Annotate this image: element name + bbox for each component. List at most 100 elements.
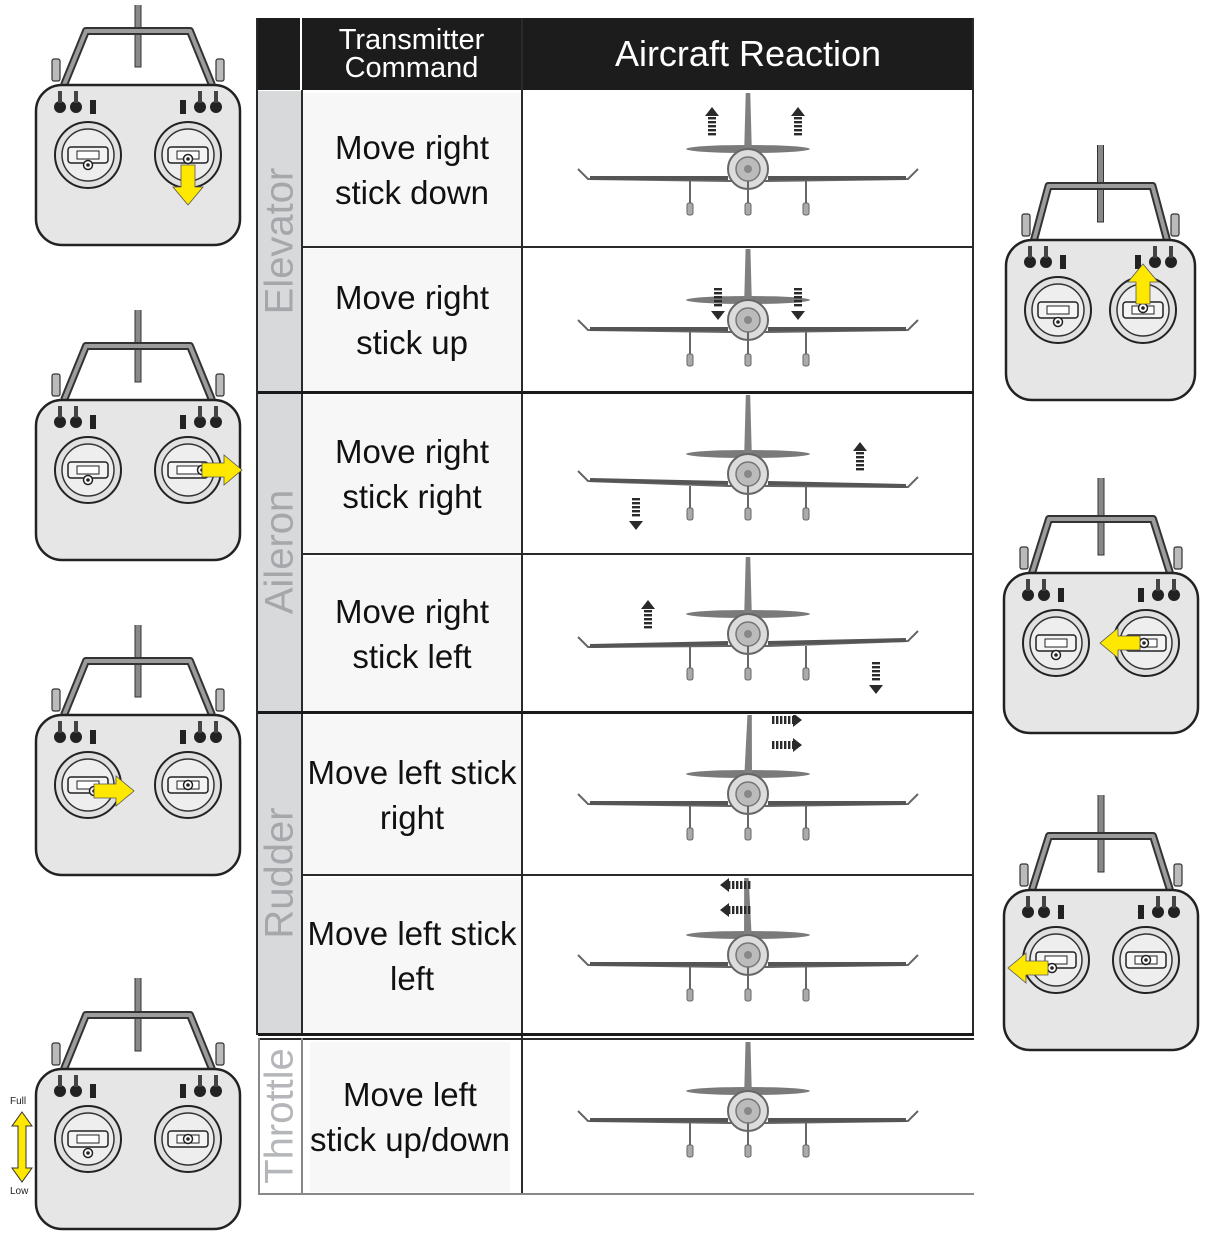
command-text: Move right stick right <box>334 433 490 515</box>
row-divider <box>301 874 974 876</box>
control-arrow-icon <box>720 878 751 892</box>
control-arrow-icon <box>791 288 805 320</box>
transmitter-icon <box>34 625 242 877</box>
reaction-cell <box>524 708 972 874</box>
section-elevator: Elevator <box>258 91 301 391</box>
header-transmitter-command: Transmitter Command <box>302 18 521 90</box>
gimbal-stick-icon <box>154 1105 222 1173</box>
aircraft-diagram <box>577 869 919 1002</box>
command-cell: Move left stick right <box>303 715 521 874</box>
control-arrow-icon <box>791 107 805 136</box>
reaction-cell <box>524 83 972 246</box>
transmitter-aileron-right <box>34 310 243 562</box>
section-aileron: Aileron <box>258 393 301 711</box>
control-arrow-icon <box>705 107 719 136</box>
gimbal-stick-icon <box>54 121 122 189</box>
aircraft-icon <box>577 83 919 216</box>
command-text: Move left stick right <box>307 753 517 836</box>
throttle-low-label: Low <box>10 1186 29 1197</box>
section-throttle: Throttle <box>258 1040 301 1192</box>
section-divider <box>258 391 974 394</box>
gimbal-stick-icon <box>154 121 222 189</box>
table-divider <box>301 1038 303 1194</box>
control-arrow-icon <box>772 738 802 752</box>
aircraft-icon <box>577 234 919 367</box>
aircraft-icon <box>577 548 919 681</box>
transmitter-icon <box>1004 145 1197 402</box>
stick-arrow-icon <box>93 775 135 807</box>
aircraft-icon <box>577 869 919 1002</box>
throttle-updown-arrow-icon <box>11 1111 33 1183</box>
gimbal-stick-icon <box>1112 609 1180 677</box>
reaction-cell <box>524 388 972 553</box>
transmitter-icon <box>34 5 242 247</box>
command-text: Move right stick left <box>334 593 490 675</box>
aircraft-icon <box>577 1025 919 1158</box>
command-text: Move right stick up <box>334 279 490 361</box>
reaction-cell <box>524 548 972 711</box>
reaction-cell <box>524 1025 972 1192</box>
row-divider <box>301 246 974 248</box>
aircraft-icon <box>577 388 919 521</box>
aircraft-diagram <box>577 708 919 841</box>
section-divider <box>258 1038 974 1040</box>
gimbal-stick-icon <box>54 1105 122 1173</box>
aircraft-diagram <box>577 234 919 367</box>
gimbal-stick-icon <box>1109 276 1177 344</box>
control-arrow-icon <box>711 288 725 320</box>
command-text: Move left stick up/down <box>310 1076 510 1158</box>
command-text: Move right stick down <box>334 128 490 211</box>
throttle-full-label: Full <box>10 1096 27 1107</box>
command-cell: Move left stick up/down <box>310 1042 510 1192</box>
transmitter-aileron-left <box>1002 478 1200 735</box>
transmitter-elevator-up <box>1004 145 1197 402</box>
section-label-rudder: Rudder <box>258 807 301 939</box>
aircraft-diagram <box>577 388 919 530</box>
transmitter-rudder-right <box>34 625 242 877</box>
table-border <box>972 18 974 1035</box>
header-aircraft-reaction: Aircraft Reaction <box>523 18 973 90</box>
table-divider <box>301 90 303 1035</box>
aircraft-diagram <box>577 548 919 694</box>
table-border <box>258 1193 974 1195</box>
stick-arrow-icon <box>1007 952 1049 984</box>
control-arrow-icon <box>772 713 802 727</box>
section-label-throttle: Throttle <box>258 1048 301 1184</box>
command-cell: Move right stick right <box>303 395 521 553</box>
section-divider <box>258 711 974 714</box>
table-divider <box>521 18 523 1194</box>
aircraft-diagram <box>577 1025 919 1158</box>
control-arrow-icon <box>629 498 643 530</box>
control-arrow-icon <box>641 600 655 629</box>
gimbal-stick-icon <box>1112 926 1180 994</box>
stick-arrow-icon <box>1099 627 1141 659</box>
gimbal-stick-icon <box>54 436 122 504</box>
gimbal-stick-icon <box>1022 926 1090 994</box>
gimbal-stick-icon <box>1024 276 1092 344</box>
transmitter-icon <box>1002 478 1200 735</box>
command-cell: Move right stick down <box>303 93 521 246</box>
transmitter-icon <box>34 310 242 562</box>
transmitter-throttle <box>34 978 242 1231</box>
command-cell: Move right stick up <box>303 249 521 391</box>
section-divider <box>258 1033 974 1036</box>
section-label-aileron: Aileron <box>258 489 301 615</box>
control-arrow-icon <box>869 662 883 694</box>
table-border <box>256 18 258 1035</box>
header-corner <box>257 18 300 90</box>
stick-arrow-icon <box>172 164 204 206</box>
transmitter-icon <box>34 978 242 1231</box>
control-arrow-icon <box>853 442 867 471</box>
reaction-cell <box>524 234 972 391</box>
reaction-cell <box>524 869 972 1033</box>
transmitter-elevator-down <box>34 5 242 247</box>
gimbal-stick-icon <box>154 751 222 819</box>
table-border <box>258 1038 260 1194</box>
transmitter-rudder-left <box>1002 795 1200 1052</box>
control-arrow-icon <box>720 903 751 917</box>
command-cell: Move left stick left <box>303 878 521 1033</box>
row-divider <box>301 553 974 555</box>
section-label-elevator: Elevator <box>258 167 301 315</box>
section-rudder: Rudder <box>258 713 301 1033</box>
command-cell: Move right stick left <box>303 557 521 711</box>
